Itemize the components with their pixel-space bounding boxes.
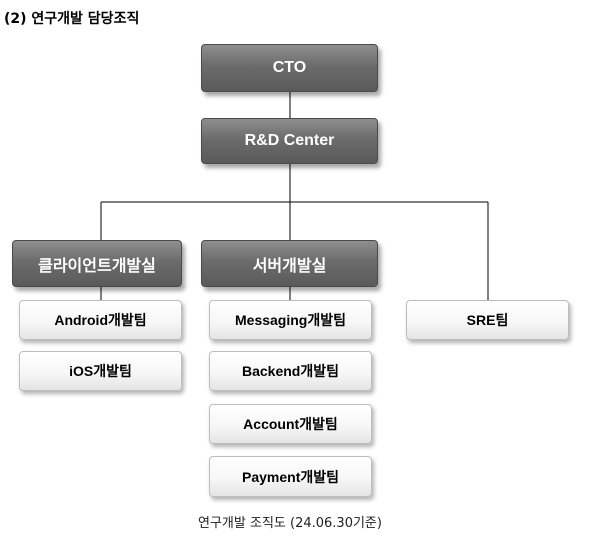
account-team-box: Account개발팀 — [209, 404, 372, 444]
rnd-center-box: R&D Center — [201, 118, 378, 164]
backend-team-box: Backend개발팀 — [209, 351, 372, 391]
sre-team-box: SRE팀 — [406, 300, 569, 340]
payment-team-box: Payment개발팀 — [209, 456, 372, 497]
diagram-caption: 연구개발 조직도 (24.06.30기준) — [198, 516, 382, 531]
server-dev-room-box: 서버개발실 — [201, 240, 378, 287]
cto-box: CTO — [201, 44, 378, 92]
section-heading: (2) 연구개발 담당조직 — [4, 11, 140, 27]
ios-team-box: iOS개발팀 — [19, 351, 182, 391]
client-dev-room-box: 클라이언트개발실 — [12, 240, 182, 287]
android-team-box: Android개발팀 — [19, 300, 182, 340]
messaging-team-box: Messaging개발팀 — [209, 300, 372, 340]
